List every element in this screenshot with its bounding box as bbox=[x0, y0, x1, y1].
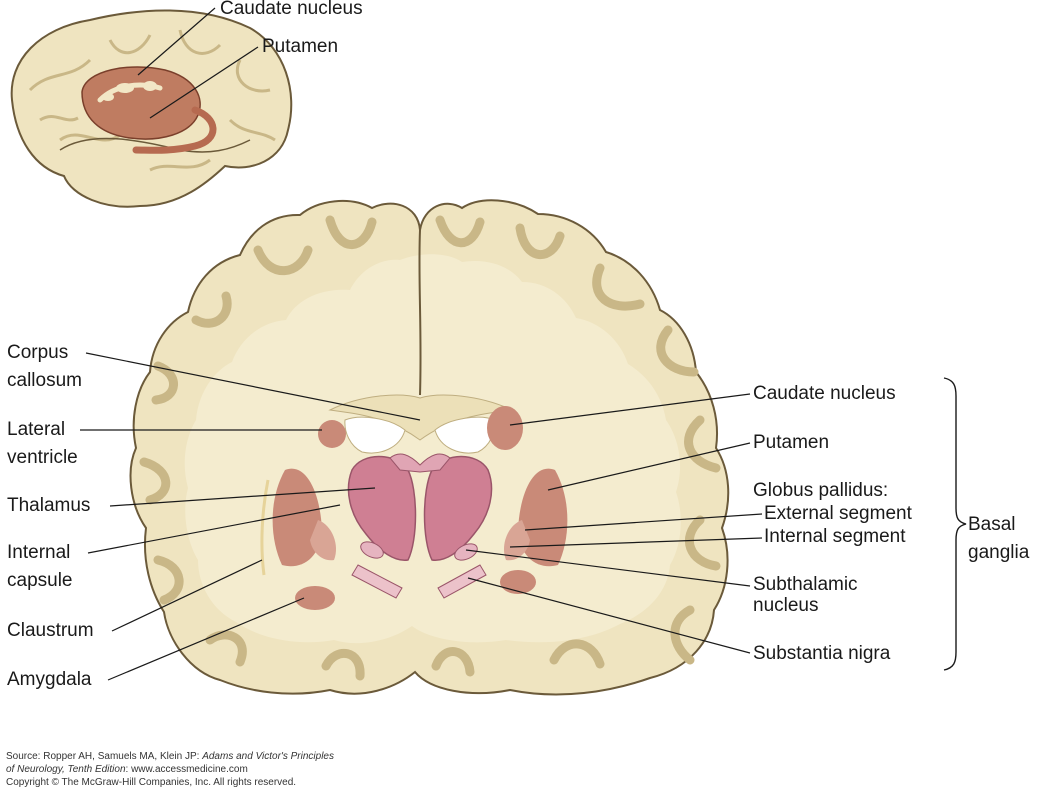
source-line-1: Source: Ropper AH, Samuels MA, Klein JP:… bbox=[6, 750, 334, 763]
inset-label-putamen: Putamen bbox=[262, 36, 339, 57]
leader-subthalamic bbox=[465, 549, 751, 587]
label-lateral-ventricle-line1: Lateral bbox=[7, 419, 66, 440]
copyright-line: Copyright © The McGraw-Hill Companies, I… bbox=[6, 777, 297, 788]
substantia-nigra-left-shape bbox=[351, 564, 403, 599]
leader-lines-right bbox=[465, 393, 763, 654]
leader-lines-left bbox=[80, 352, 421, 681]
leader-internal-segment bbox=[509, 537, 763, 548]
leader-putamen bbox=[547, 442, 751, 491]
label-internal-capsule-line2: capsule bbox=[7, 570, 73, 591]
label-corpus-callosum-line2: callosum bbox=[7, 370, 82, 391]
substantia-nigra-right-shape bbox=[437, 564, 487, 599]
globus-pallidus-right-shape bbox=[503, 520, 530, 561]
amygdala-right-shape bbox=[500, 570, 536, 594]
caudate-right-shape bbox=[487, 406, 523, 450]
leader-amygdala bbox=[107, 597, 305, 681]
label-internal-capsule-line1: Internal bbox=[7, 542, 71, 563]
coronal-section bbox=[129, 199, 730, 696]
label-basal-ganglia-line1: Basal bbox=[968, 514, 1016, 535]
label-basal-ganglia-line2: ganglia bbox=[968, 542, 1030, 563]
label-external-segment: External segment bbox=[764, 503, 912, 524]
leader-claustrum bbox=[111, 559, 263, 632]
caudate-left-shape bbox=[318, 420, 346, 448]
basal-ganglia-brace bbox=[943, 377, 967, 671]
leader-caudate bbox=[509, 393, 751, 426]
lateral-ventricle-left bbox=[344, 416, 406, 454]
label-putamen: Putamen bbox=[753, 432, 830, 453]
subthalamic-right-shape bbox=[454, 543, 478, 561]
inset-caudate-leader bbox=[137, 7, 216, 76]
inset-label-caudate: Caudate nucleus bbox=[220, 0, 363, 19]
leader-thalamus bbox=[109, 487, 376, 507]
source-line-2: of Neurology, Tenth Edition: www.accessm… bbox=[6, 763, 334, 776]
inset-caudate-shape bbox=[81, 66, 201, 140]
label-substantia-nigra: Substantia nigra bbox=[753, 643, 891, 664]
subthalamic-left-shape bbox=[360, 541, 384, 559]
leader-corpus-callosum bbox=[85, 352, 421, 421]
label-lateral-ventricle-line2: ventricle bbox=[7, 447, 78, 468]
globus-pallidus-left-shape bbox=[310, 520, 337, 561]
label-subthalamic-line1: Subthalamic bbox=[753, 574, 858, 595]
inset-caudate-tail bbox=[132, 106, 217, 154]
label-globus-pallidus: Globus pallidus: bbox=[753, 480, 889, 501]
source-citation: Source: Ropper AH, Samuels MA, Klein JP:… bbox=[6, 750, 334, 789]
inset-brain bbox=[10, 7, 293, 208]
label-corpus-callosum-line1: Corpus bbox=[7, 342, 69, 363]
label-caudate-nucleus: Caudate nucleus bbox=[753, 383, 896, 404]
leader-substantia-nigra bbox=[467, 577, 751, 654]
source-prefix: Source: Ropper AH, Samuels MA, Klein JP: bbox=[6, 751, 203, 762]
claustrum-left-shape bbox=[260, 479, 270, 576]
amygdala-left-shape bbox=[295, 586, 335, 610]
inset-putamen-leader bbox=[149, 46, 259, 119]
source-title-line1: Adams and Victor's Principles bbox=[202, 751, 334, 762]
putamen-right-shape bbox=[518, 468, 568, 567]
label-subthalamic-line2: nucleus bbox=[753, 595, 819, 616]
leader-external-segment bbox=[524, 513, 763, 531]
source-suffix: : www.accessmedicine.com bbox=[125, 764, 248, 775]
source-title-line2: of Neurology, Tenth Edition bbox=[6, 764, 126, 775]
label-internal-segment: Internal segment bbox=[764, 526, 906, 547]
leader-internal-capsule bbox=[87, 504, 341, 554]
label-amygdala: Amygdala bbox=[7, 669, 92, 690]
longitudinal-fissure bbox=[418, 229, 422, 396]
label-thalamus: Thalamus bbox=[7, 495, 91, 516]
label-claustrum: Claustrum bbox=[7, 620, 94, 641]
